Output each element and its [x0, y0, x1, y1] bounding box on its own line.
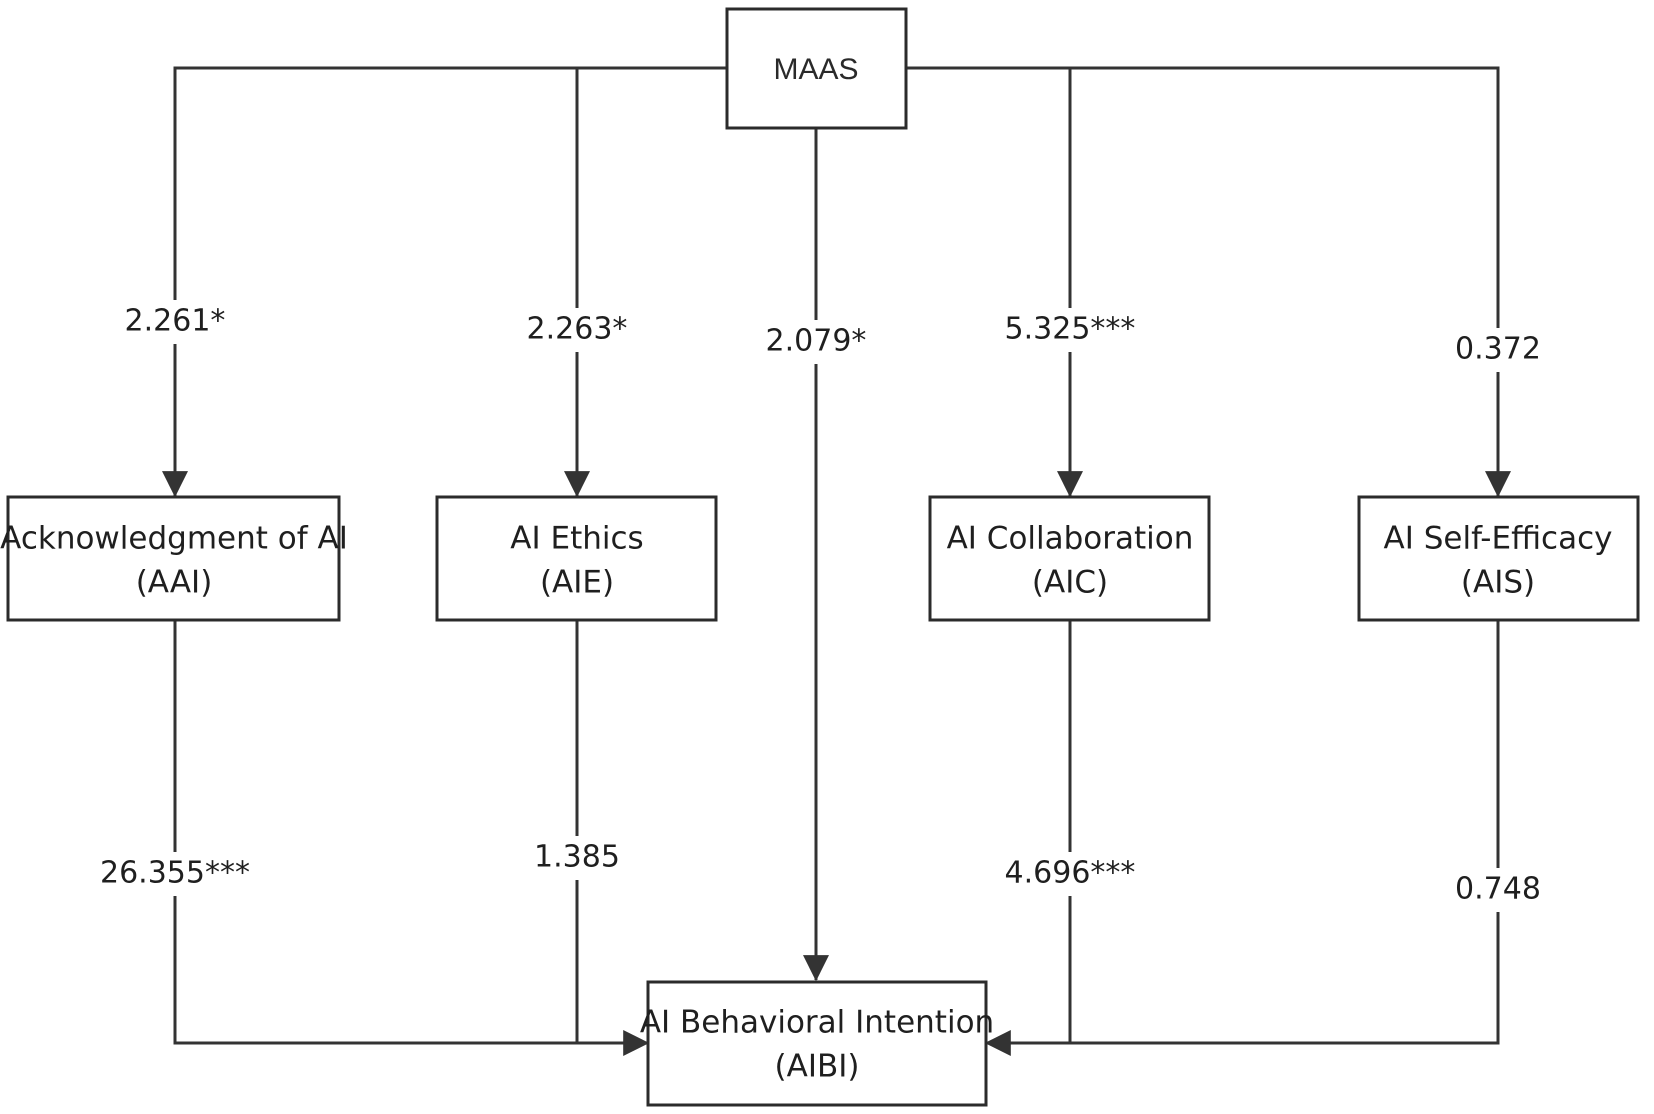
edge-maas-aai [162, 66, 727, 498]
coef-aai-aibi: 26.355*** [100, 856, 250, 891]
node-maas-label: MAAS [773, 53, 858, 86]
coef-aie-aibi: 1.385 [534, 840, 620, 875]
node-aie-abbr: (AIE) [540, 565, 614, 601]
edge-maas-ais [906, 66, 1511, 498]
node-aibi-abbr: (AIBI) [775, 1049, 860, 1085]
edge-aai-aibi [173, 620, 650, 1056]
node-aai-label: Acknowledgment of AI [0, 521, 348, 557]
coef-aic-aibi: 4.696*** [1005, 856, 1136, 891]
node-ais-label: AI Self-Efficacy [1384, 521, 1613, 557]
coef-maas-aic: 5.325*** [1005, 312, 1136, 347]
coef-maas-aie: 2.263* [527, 312, 628, 347]
node-aie-label: AI Ethics [510, 521, 643, 557]
node-aibi-label: AI Behavioral Intention [640, 1005, 994, 1041]
edge-ais-aibi [984, 620, 1500, 1056]
coef-ais-aibi: 0.748 [1455, 872, 1541, 907]
node-maas: MAAS [725, 7, 908, 130]
node-ais: AI Self-Efficacy (AIS) [1357, 495, 1640, 622]
node-aic: AI Collaboration (AIC) [928, 495, 1211, 622]
node-aic-abbr: (AIC) [1032, 565, 1108, 601]
node-aai: Acknowledgment of AI (AAI) [0, 495, 348, 622]
node-ais-abbr: (AIS) [1461, 565, 1535, 601]
coef-maas-aibi: 2.079* [766, 324, 867, 359]
node-aie: AI Ethics (AIE) [435, 495, 718, 622]
node-aibi: AI Behavioral Intention (AIBI) [640, 980, 994, 1107]
coef-maas-ais: 0.372 [1455, 332, 1541, 367]
node-aic-label: AI Collaboration [947, 521, 1194, 557]
node-aai-abbr: (AAI) [136, 565, 213, 601]
coef-maas-aai: 2.261* [125, 304, 226, 339]
